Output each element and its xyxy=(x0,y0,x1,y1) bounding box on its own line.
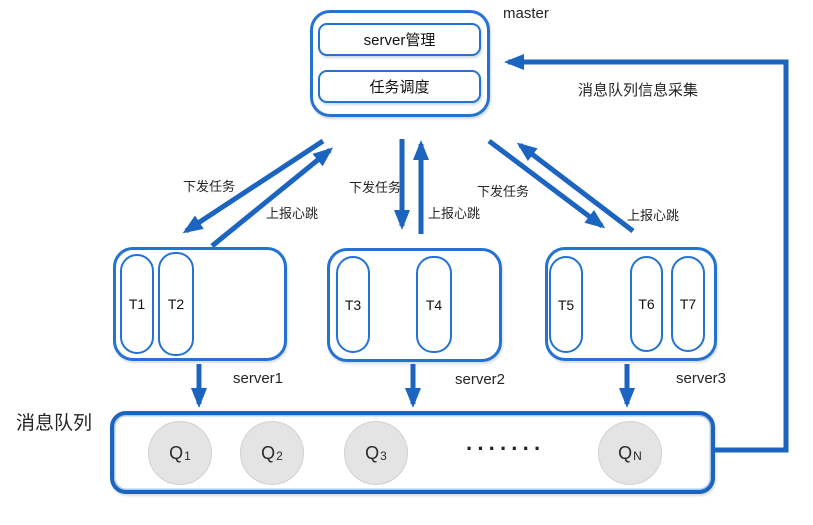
queue-item-base: Q xyxy=(169,442,184,463)
task-pill-t4: T4 xyxy=(416,256,452,353)
heartbeat-label-server3: 上报心跳 xyxy=(627,208,680,223)
heartbeat-arrow-server1 xyxy=(210,147,334,248)
task-pill-t6: T6 xyxy=(630,256,663,352)
queue-ellipsis: ······· xyxy=(466,436,546,461)
task-pill-t2: T2 xyxy=(158,252,194,356)
task-label: T5 xyxy=(557,296,575,313)
server3-label: server3 xyxy=(676,370,727,387)
task-label: T1 xyxy=(128,296,146,312)
task-label: T2 xyxy=(167,296,185,312)
queue-item-sub: 1 xyxy=(184,449,191,463)
heartbeat-label-server1: 上报心跳 xyxy=(266,206,319,221)
dispatch-label-server2: 下发任务 xyxy=(349,180,402,195)
task-label: T3 xyxy=(344,296,362,313)
queue-item-base: Q xyxy=(261,442,276,463)
task-label: T6 xyxy=(638,296,655,312)
task-pill-t1: T1 xyxy=(120,254,154,354)
master-module-label: 任务调度 xyxy=(369,79,430,96)
queue-item-sub: 2 xyxy=(276,449,283,463)
master-module-server-management: server管理 xyxy=(318,23,481,56)
queue-title: 消息队列 xyxy=(16,413,93,434)
heartbeat-arrow-server3 xyxy=(516,142,635,233)
server2-label: server2 xyxy=(455,371,506,388)
dispatch-label-server1: 下发任务 xyxy=(183,179,236,194)
task-pill-t5: T5 xyxy=(549,256,583,353)
master-module-label: server管理 xyxy=(363,32,436,49)
master-module-task-scheduling: 任务调度 xyxy=(318,70,481,103)
task-label: T7 xyxy=(679,296,697,312)
queue-item-sub: N xyxy=(633,449,642,463)
server1-label: server1 xyxy=(233,370,284,387)
collect-edge-label: 消息队列信息采集 xyxy=(578,82,699,99)
dispatch-label-server3: 下发任务 xyxy=(477,184,530,199)
task-label: T4 xyxy=(425,296,443,313)
heartbeat-label-server2: 上报心跳 xyxy=(428,206,481,221)
master-label: master xyxy=(503,5,549,22)
queue-item-base: Q xyxy=(365,442,380,463)
queue-item-base: Q xyxy=(618,442,633,463)
task-pill-t7: T7 xyxy=(671,256,705,352)
task-pill-t3: T3 xyxy=(336,256,370,353)
queue-item-sub: 3 xyxy=(380,449,387,463)
